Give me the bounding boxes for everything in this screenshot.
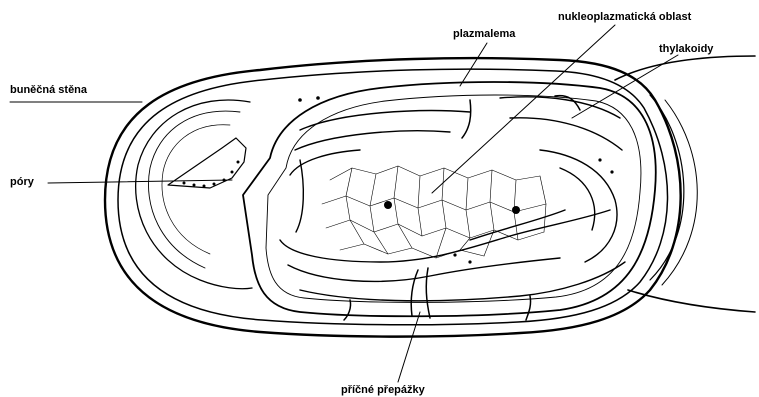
leader-lines	[10, 25, 678, 382]
adjacent-cell-right	[615, 56, 755, 312]
leader-plazmalema	[460, 43, 487, 86]
leader-pricne-prepazky	[398, 312, 420, 382]
label-thylakoidy: thylakoidy	[659, 43, 713, 55]
leader-pory	[48, 180, 232, 183]
label-nukleoplazmaticka-oblast: nukleoplazmatická oblast	[558, 11, 691, 23]
label-bunecna-stena: buněčná stěna	[10, 84, 87, 96]
nucleoplasmic-network	[322, 166, 546, 258]
left-cap	[136, 100, 252, 289]
thylakoids	[280, 97, 625, 301]
label-pory: póry	[10, 176, 34, 188]
protoplast	[243, 82, 656, 316]
inclusions	[298, 96, 613, 263]
label-plazmalema: plazmalema	[453, 28, 515, 40]
label-pricne-prepazky: příčné přepážky	[341, 384, 425, 396]
cross-walls	[344, 96, 580, 320]
